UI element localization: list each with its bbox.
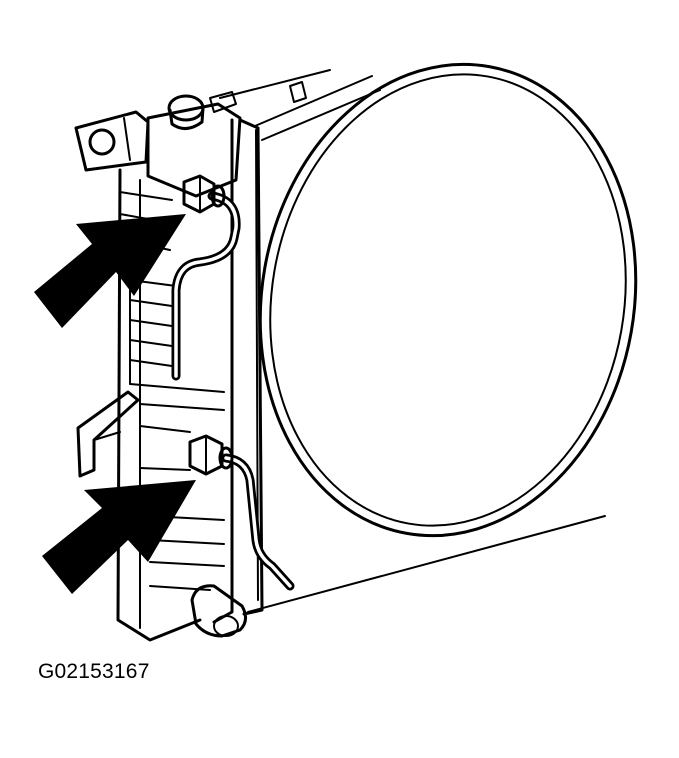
drain-petcock	[190, 584, 247, 638]
fan-shroud	[238, 62, 638, 616]
upper-transmission-cooler-line-fitting	[182, 174, 226, 214]
figure-code-label: G02153167	[38, 660, 150, 683]
lower-transmission-cooler-line	[221, 453, 295, 591]
lower-transmission-cooler-line-fitting	[188, 434, 234, 476]
lower-arrow	[42, 480, 196, 594]
shroud-top-clips	[209, 69, 331, 113]
mounting-bracket-top	[74, 110, 150, 172]
upper-arrow	[34, 214, 186, 328]
upper-transmission-cooler-line	[171, 191, 241, 381]
mounting-bracket-side	[76, 390, 140, 478]
radiator-core	[116, 102, 242, 642]
radiator-filler-cap	[167, 94, 205, 130]
